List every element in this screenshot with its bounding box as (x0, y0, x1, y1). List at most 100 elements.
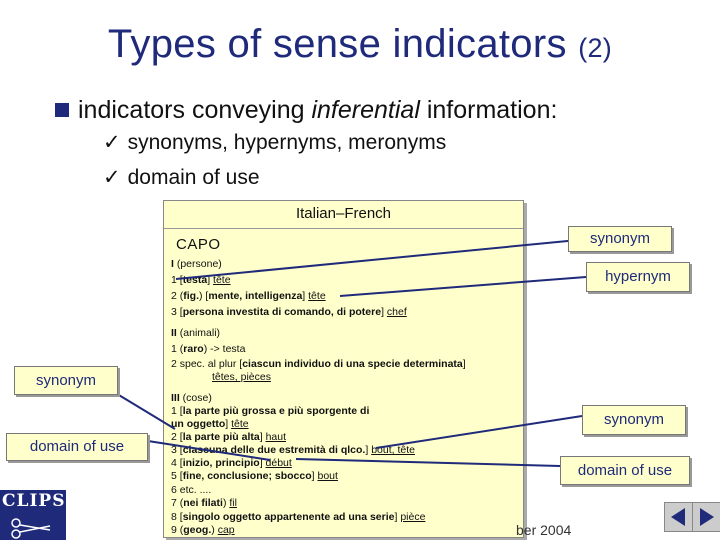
translation-link[interactable]: pièce (400, 511, 426, 523)
translation-link[interactable]: têtes, pièces (212, 371, 271, 383)
footer-date: ber 2004 (516, 522, 572, 538)
dictionary-text: ) -> testa (203, 343, 246, 355)
dictionary-line: têtes, pièces (212, 371, 271, 383)
dictionary-language: Italian–French (295, 205, 392, 222)
dictionary-text: inizio, principio (182, 457, 260, 469)
dictionary-text: ] (394, 511, 401, 523)
dictionary-text: la parte più alta (182, 431, 260, 443)
dictionary-line: 2 spec. al plur [ciascun individuo di un… (171, 358, 466, 370)
connector-synonym-right (375, 415, 583, 449)
dictionary-line: I (persone) (171, 258, 222, 270)
connector-hypernym (339, 276, 587, 297)
slide-title: Types of sense indicators (2) (0, 22, 720, 67)
dictionary-text: ] (462, 358, 466, 370)
triangle-right-icon (700, 508, 714, 526)
dictionary-text: ] (225, 418, 232, 430)
dictionary-line: 4 [inizio, principio] début (171, 457, 292, 469)
dictionary-text: ] (381, 306, 387, 318)
translation-link[interactable]: bout (317, 470, 338, 482)
callout-domain-right: domain of use (560, 456, 690, 485)
dictionary-text: geog. (183, 524, 212, 536)
dictionary-text: ) [ (199, 290, 209, 302)
dictionary-line: III (cose) (171, 392, 212, 404)
dictionary-text: ] (259, 457, 266, 469)
clips-logo: CLIPS (0, 490, 66, 540)
translation-link[interactable]: chef (386, 306, 407, 318)
dictionary-text: (persone) (176, 258, 222, 270)
translation-link[interactable]: tête (213, 274, 231, 286)
translation-link[interactable]: fil (229, 497, 237, 509)
connector-synonym-top (175, 239, 579, 280)
translation-link[interactable]: cap (217, 524, 235, 536)
dictionary-text: ) (211, 524, 218, 536)
dictionary-text: la parte più grossa e più sporgente di (182, 405, 370, 417)
scissors-icon (11, 518, 51, 539)
dictionary-text: III (171, 392, 183, 404)
dictionary-text: 1 [ (171, 274, 183, 286)
translation-link[interactable]: tête (231, 418, 249, 430)
dictionary-line: 7 (nei filati) fil (171, 497, 237, 509)
dictionary-line: 2 (fig.) [mente, intelligenza] tête (171, 290, 326, 302)
check-item-2-text: domain of use (127, 166, 260, 189)
dictionary-text: 3 [ (171, 306, 183, 318)
dictionary-text: (animali) (179, 327, 221, 339)
checkmark-icon: ✓ (103, 131, 121, 154)
connector-domain-right (295, 458, 561, 467)
dictionary-line: 5 [fine, conclusione; sbocco] bout (171, 470, 338, 482)
dictionary-text: ) (222, 497, 230, 509)
checkmark-icon: ✓ (103, 166, 121, 189)
clips-logo-text: CLIPS (2, 491, 66, 511)
bullet-text-em: inferential (311, 96, 420, 124)
callout-domain-left: domain of use (6, 433, 148, 461)
dictionary-text: I (171, 258, 177, 270)
dictionary-text: 8 [ (171, 511, 183, 523)
callout-synonym-right: synonym (582, 405, 686, 435)
main-bullet: indicators conveying inferential informa… (55, 96, 557, 125)
check-item-2: ✓ domain of use (103, 165, 260, 190)
dictionary-text: II (171, 327, 180, 339)
dictionary-line: 6 etc. .... (171, 484, 211, 496)
nav-forward-button[interactable] (692, 502, 720, 532)
connector-domain-left (147, 440, 271, 461)
translation-link[interactable]: début (265, 457, 292, 469)
dictionary-line: un oggetto] tête (171, 418, 249, 430)
dictionary-text: 9 ( (171, 524, 184, 536)
bullet-text-pre: indicators conveying (78, 96, 312, 124)
callout-synonym-top-right: synonym (568, 226, 672, 252)
dictionary-line: II (animali) (171, 327, 220, 339)
dictionary-text: mente, intelligenza (208, 290, 303, 302)
dictionary-separator (164, 228, 523, 229)
dictionary-text: 2 [ (171, 431, 183, 443)
slide-title-main: Types of sense indicators (107, 22, 567, 66)
dictionary-text: ] (259, 431, 266, 443)
callout-hypernym-right: hypernym (586, 262, 690, 292)
dictionary-text: 6 etc. .... (171, 484, 212, 496)
dictionary-line: 3 [persona investita di comando, di pote… (171, 306, 407, 318)
dictionary-text: 4 [ (171, 457, 183, 469)
dictionary-line: 1 (raro) -> testa (171, 343, 245, 355)
dictionary-text: nei filati (183, 497, 223, 509)
translation-link[interactable]: haut (265, 431, 286, 443)
dictionary-text: ] (365, 444, 372, 456)
dictionary-text: 1 ( (171, 343, 184, 355)
bullet-text-post: information: (419, 96, 558, 124)
square-bullet-icon (55, 103, 69, 117)
dictionary-text: (cose) (182, 392, 212, 404)
dictionary-line: 2 [la parte più alta] haut (171, 431, 286, 443)
nav-back-button[interactable] (664, 502, 694, 532)
dictionary-text: 1 [ (171, 405, 183, 417)
dictionary-line: 8 [singolo oggetto appartenente ad una s… (171, 511, 425, 523)
dictionary-text: ] (311, 470, 318, 482)
dictionary-text: 3 [ (171, 444, 183, 456)
translation-link[interactable]: tête (308, 290, 326, 302)
dictionary-text: un oggetto (171, 418, 226, 430)
dictionary-text: 5 [ (171, 470, 183, 482)
dictionary-text: persona investita di comando, di potere (182, 306, 382, 318)
dictionary-text: singolo oggetto appartenente ad una seri… (182, 511, 395, 523)
dictionary-text: raro (183, 343, 204, 355)
dictionary-text: ] (207, 274, 214, 286)
dictionary-entry-box: Italian–French CAPO I (persone)1 [testa]… (163, 200, 524, 538)
dictionary-text: 2 spec. al plur [ (171, 358, 243, 370)
dictionary-headword: CAPO (176, 236, 221, 253)
